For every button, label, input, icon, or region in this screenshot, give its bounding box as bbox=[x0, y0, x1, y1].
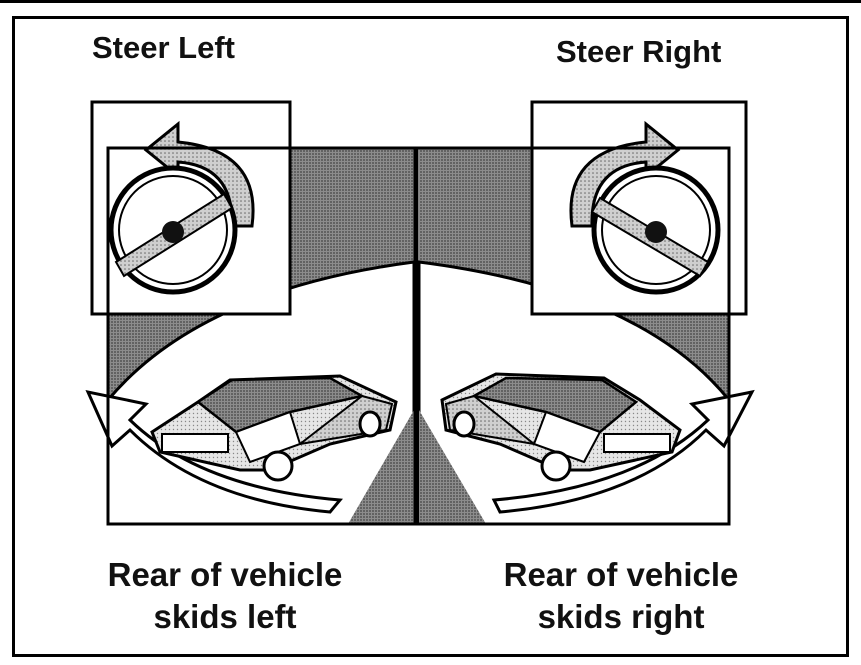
right-scene bbox=[419, 102, 752, 524]
right-caption-line1: Rear of vehicle bbox=[451, 554, 791, 596]
right-caption: Rear of vehicle skids right bbox=[451, 554, 791, 638]
steering-wheel-icon bbox=[592, 168, 718, 292]
steering-wheel-icon bbox=[111, 168, 235, 292]
left-caption-line1: Rear of vehicle bbox=[55, 554, 395, 596]
left-scene bbox=[88, 102, 414, 524]
right-caption-line2: skids right bbox=[451, 596, 791, 638]
left-caption-line2: skids left bbox=[55, 596, 395, 638]
steer-left-heading: Steer Left bbox=[92, 30, 235, 66]
steer-right-heading: Steer Right bbox=[556, 34, 721, 70]
left-caption: Rear of vehicle skids left bbox=[55, 554, 395, 638]
